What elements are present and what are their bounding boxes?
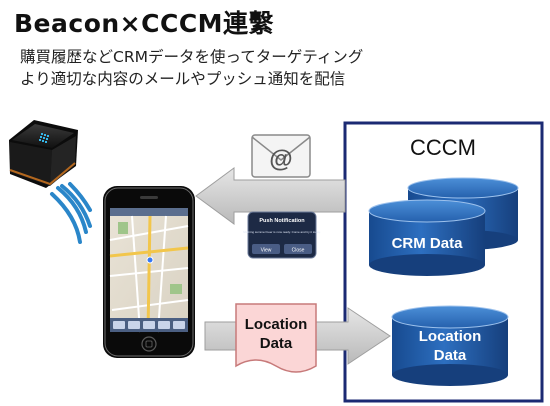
page-title: Beacon×CCCM連繫 (14, 9, 275, 38)
subtitle-line-2: より適切な内容のメールやプッシュ通知を配信 (20, 70, 346, 88)
beacon-device (9, 120, 78, 188)
beacon-led-icon (39, 133, 49, 143)
home-button[interactable] (141, 336, 157, 352)
location-database: Location Data (391, 305, 509, 386)
email-icon: @ (251, 134, 311, 178)
push-close-button[interactable] (284, 244, 312, 254)
email-at-symbol: @ (269, 146, 292, 173)
map-location-marker-icon (146, 256, 154, 264)
push-notification-body: Morning summer beer is now ready. Come a… (243, 230, 321, 234)
location-data-document: Location Data (235, 303, 317, 373)
push-notification: Push Notification Morning summer beer is… (243, 211, 321, 259)
location-database-label-1: Location (419, 328, 482, 345)
toolbar-button-1[interactable] (113, 321, 125, 329)
subtitle: 購買履歴などCRMデータを使ってターゲティング より適切な内容のメールやプッシュ… (20, 46, 363, 90)
toolbar-button-4[interactable] (158, 321, 170, 329)
crm-database-label: CRM Data (392, 235, 463, 252)
crm-database: CRM Data (368, 199, 486, 276)
location-doc-line-2: Data (260, 335, 293, 352)
map-main-roads (109, 215, 189, 333)
send-arrow (195, 167, 346, 225)
subtitle-line-1: 購買履歴などCRMデータを使ってターゲティング (20, 48, 364, 66)
push-view-button[interactable] (252, 244, 280, 254)
location-doc-line-1: Location (245, 316, 308, 333)
push-view-label: View (261, 248, 272, 254)
push-close-label: Close (292, 248, 305, 254)
toolbar-button-3[interactable] (143, 321, 155, 329)
toolbar-button-2[interactable] (128, 321, 140, 329)
cccm-label: CCCM (410, 135, 476, 160)
location-database-label-2: Data (434, 347, 467, 364)
smartphone (103, 186, 195, 358)
push-notification-title: Push Notification (259, 218, 305, 224)
toolbar-button-5[interactable] (173, 321, 185, 329)
beacon-signal-icon (50, 182, 92, 244)
